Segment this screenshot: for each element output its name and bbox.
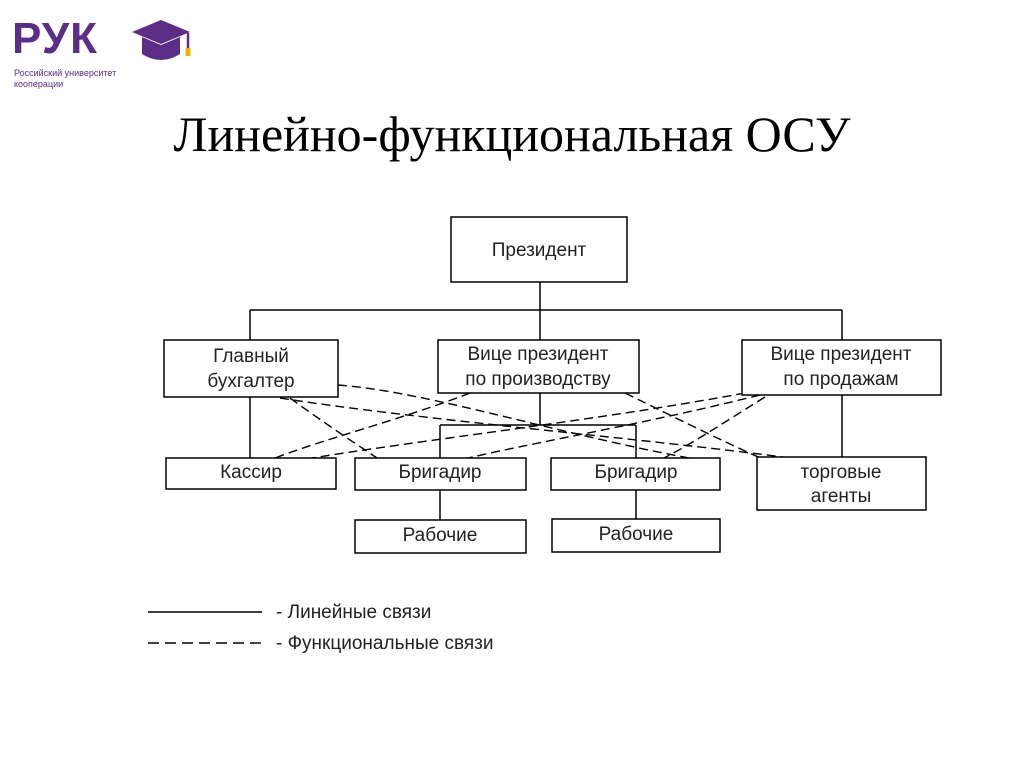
node-foreman-1: Бригадир (354, 457, 527, 491)
legend-linear-label: - Линейные связи (276, 602, 431, 623)
node-vp-sales: Вице президент по продажам (741, 339, 942, 396)
node-workers-1: Рабочие (354, 519, 527, 554)
node-sales-agents-label-line1: торговые (800, 462, 881, 483)
node-cashier: Кассир (165, 457, 337, 490)
node-foreman-2-label: Бригадир (595, 462, 678, 483)
dash-accountant-agents (279, 397, 791, 459)
legend: - Линейные связи - Функциональные связи (148, 602, 493, 654)
dash-vpprod-agents (624, 392, 766, 461)
node-vp-production: Вице президент по производству (437, 339, 640, 394)
node-sales-agents-label-line2: агенты (811, 486, 872, 507)
dash-vpprod-cashier (269, 392, 471, 461)
logo-subtitle: Российский университет кооперации (14, 68, 164, 90)
node-vp-production-label-line1: Вице президент (468, 344, 609, 365)
dash-vpsales-foreman1 (459, 394, 761, 461)
node-vp-sales-label-line2: по продажам (783, 369, 898, 390)
node-president-label: Президент (492, 240, 587, 261)
node-president: Президент (450, 216, 628, 283)
node-workers-2-label: Рабочие (599, 524, 674, 545)
node-foreman-1-label: Бригадир (399, 462, 482, 483)
node-chief-accountant-label-line2: бухгалтер (207, 371, 294, 392)
dash-vpsales-cashier (299, 392, 746, 461)
logo-subtitle-line2: кооперации (14, 79, 64, 89)
linear-connections (249, 282, 843, 520)
node-chief-accountant: Главный бухгалтер (163, 339, 339, 398)
node-foreman-2: Бригадир (550, 457, 721, 491)
node-vp-production-label-line2: по производству (465, 369, 611, 390)
page-title: Линейно-функциональная ОСУ (173, 106, 851, 162)
node-cashier-label: Кассир (220, 462, 282, 483)
node-workers-1-label: Рабочие (403, 525, 478, 546)
node-workers-2: Рабочие (551, 518, 721, 553)
functional-connections (269, 384, 791, 461)
node-chief-accountant-label-line1: Главный (213, 346, 289, 367)
node-vp-sales-label-line1: Вице президент (771, 344, 912, 365)
logo-subtitle-line1: Российский университет (14, 68, 117, 78)
logo: РУК Российский университет кооперации (6, 8, 206, 90)
dash-accountant-foreman1 (289, 397, 381, 461)
dash-vpsales-foreman2 (659, 396, 766, 461)
legend-functional-label: - Функциональные связи (276, 633, 493, 654)
dash-accountant-foreman2 (337, 384, 701, 461)
logo-text: РУК (12, 14, 98, 63)
graduation-cap-icon (132, 20, 191, 60)
node-sales-agents: торговые агенты (756, 456, 927, 511)
